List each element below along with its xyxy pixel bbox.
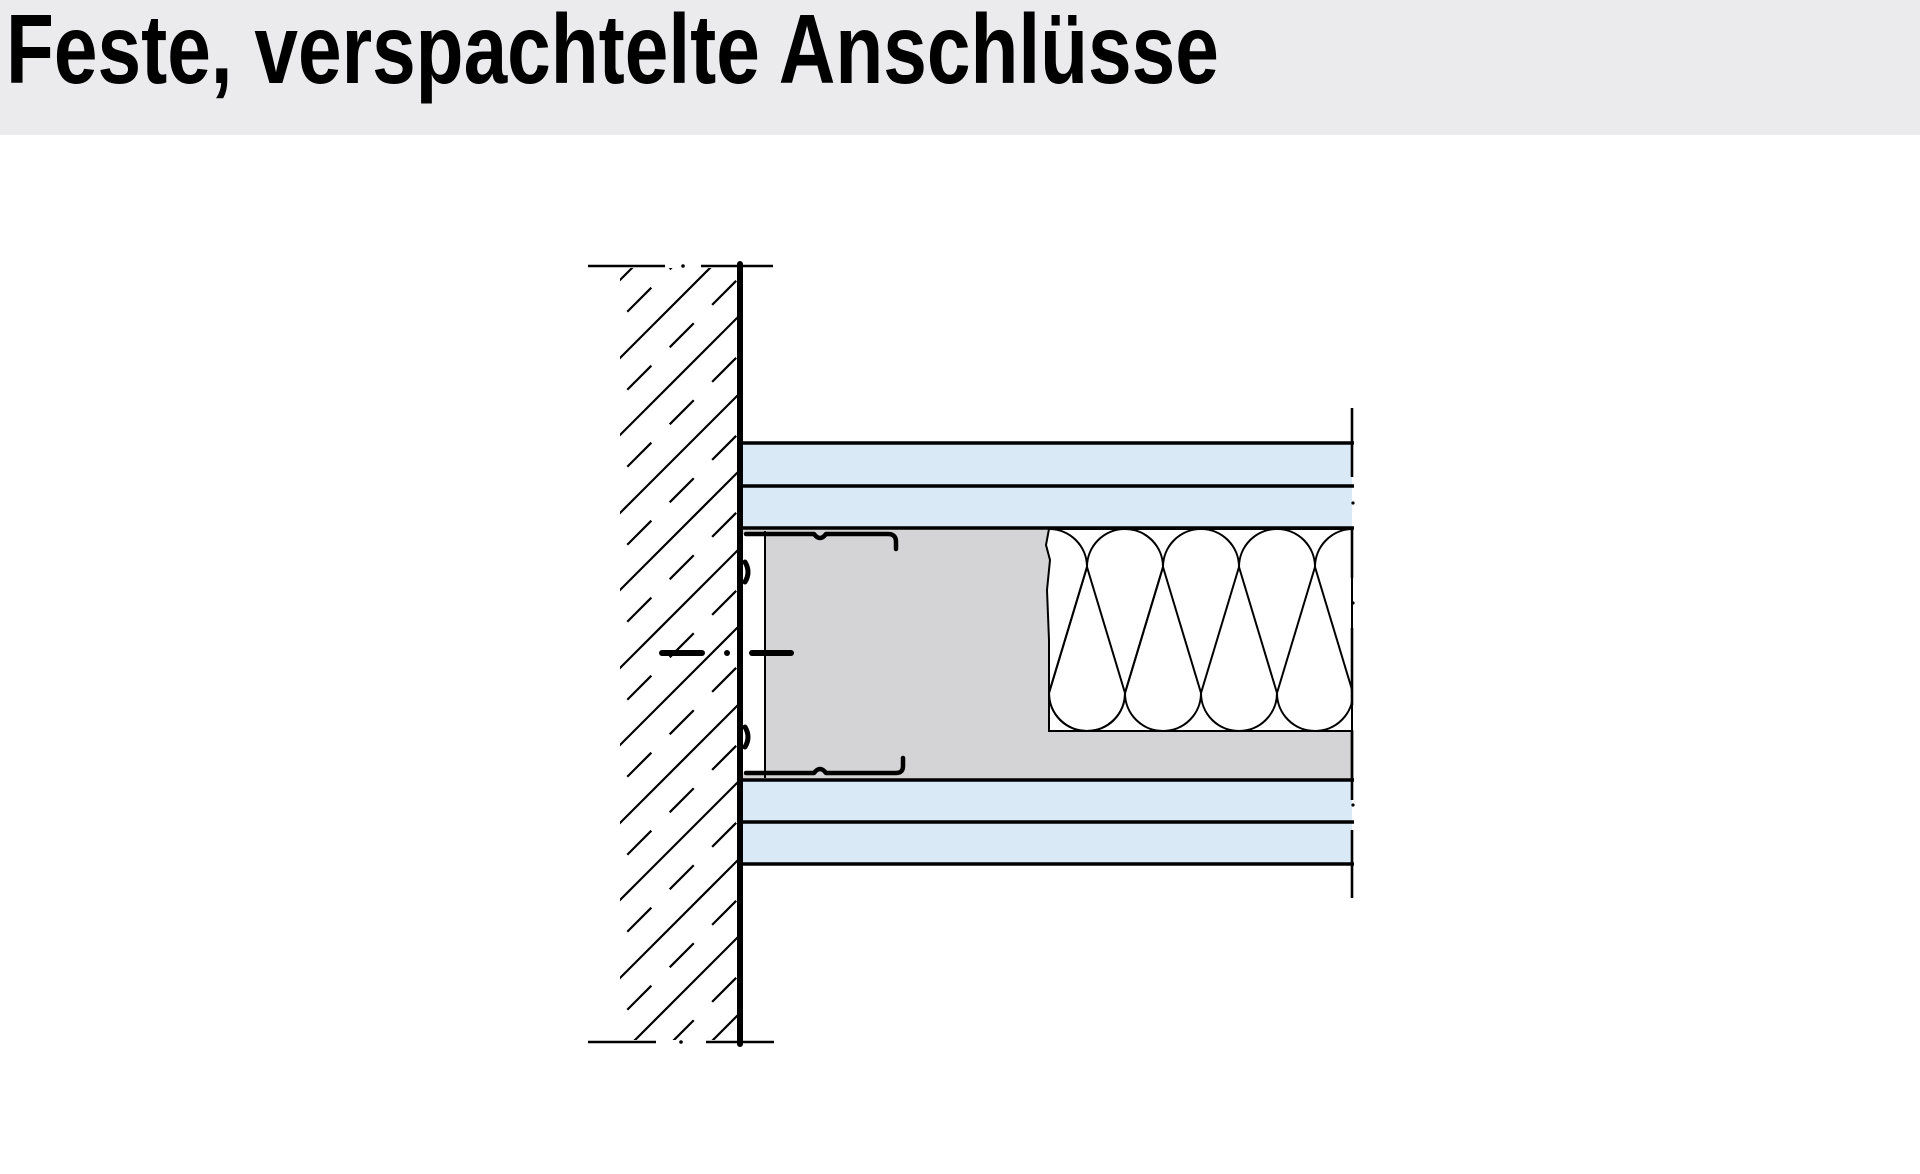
hatch-dashed-lines (620, 268, 738, 1040)
board-outer-right-2 (742, 822, 1352, 864)
wall-hatch (620, 268, 738, 1040)
board-outer-left-1 (742, 443, 1352, 486)
cw-stud-profile (742, 531, 906, 776)
board-outer-right-1 (742, 780, 1352, 822)
hatch-solid-lines (620, 268, 738, 1040)
gypsum-boards (742, 443, 1352, 864)
anchor-fixing (659, 650, 794, 656)
break-line (1350, 408, 1355, 898)
board-outer-left-2 (742, 486, 1352, 527)
mineral-wool-insulation (1044, 528, 1353, 732)
title-bar: Feste, verspachtelte Anschlüsse (0, 0, 1920, 135)
board-lines (740, 441, 1354, 866)
page-title: Feste, verspachtelte Anschlüsse (6, 0, 1219, 104)
